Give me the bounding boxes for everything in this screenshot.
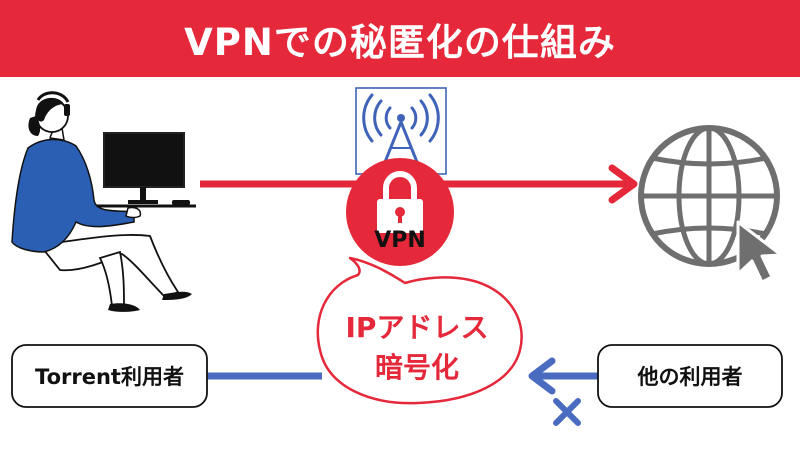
bubble-text: IPアドレス 暗号化 xyxy=(322,308,512,388)
cursor-arrow-icon xyxy=(736,220,783,284)
globe-icon xyxy=(638,125,780,267)
vpn-lock-badge xyxy=(346,158,454,266)
cross-mark-icon xyxy=(553,398,581,426)
other-user-label: 他の利用者 xyxy=(637,365,743,389)
vpn-label: VPN xyxy=(374,228,426,253)
title-banner: VPNでの秘匿化の仕組み xyxy=(0,0,800,77)
bubble-line-encryption: 暗号化 xyxy=(374,351,459,384)
connection-arrow-blue xyxy=(528,357,598,395)
torrent-user-label: Torrent利用者 xyxy=(35,365,184,389)
speech-bubble xyxy=(316,256,523,405)
torrent-user-box xyxy=(11,344,208,408)
bubble-line-ip-address: IPアドレス xyxy=(345,311,489,344)
person-at-computer-icon xyxy=(11,91,196,312)
padlock-icon xyxy=(377,171,423,233)
page-title: VPNでの秘匿化の仕組み xyxy=(184,20,616,64)
other-user-box xyxy=(597,344,783,408)
